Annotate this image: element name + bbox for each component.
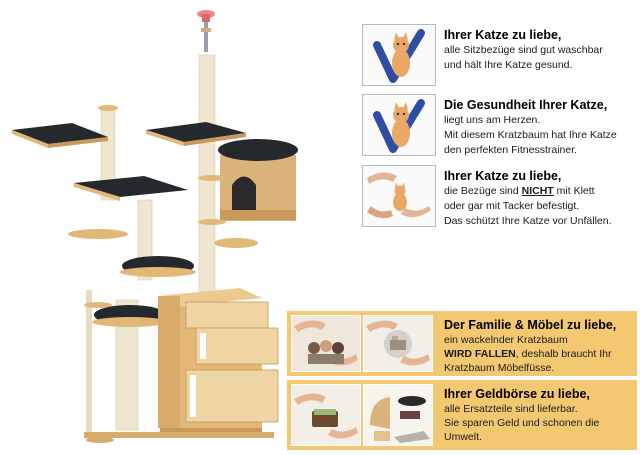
base-rail (84, 432, 274, 438)
middle-left-platform (74, 176, 188, 197)
panel-line: Umwelt. (444, 431, 482, 443)
cat-checkmark-image (362, 24, 436, 86)
feature-safety: Ihrer Katze zu liebe, die Bezüge sind NI… (362, 165, 636, 227)
feature-line-text: mit Klett (553, 185, 595, 197)
spare-parts-image (363, 384, 433, 446)
panel-line: ein wackelnder Kratzbaum (444, 334, 568, 346)
panel-line: Sie sparen Geld und schonen die (444, 417, 600, 429)
feature-line: und hält Ihre Katze gesund. (444, 59, 573, 71)
feature-line-text: die Bezüge sind (444, 185, 522, 197)
feature-line: alle Sitzbezüge sind gut waschbar (444, 44, 603, 56)
panel-line: Kratzbaum Möbelfüsse. (444, 362, 555, 374)
family-hands-image (291, 315, 361, 372)
feature-line: den perfekten Fitnesstrainer. (444, 144, 578, 156)
wooden-step-left (68, 229, 128, 239)
drawer-middle (195, 327, 279, 365)
feature-line: liegt uns am Herzen. (444, 114, 541, 126)
emphasis-text: NICHT (521, 185, 554, 197)
ceiling-tension-top (197, 10, 215, 52)
cat-house (218, 139, 298, 221)
panel-family-furniture: Der Familie & Möbel zu liebe, ein wackel… (287, 311, 637, 376)
top-left-platform (12, 123, 108, 144)
panel-title: Der Familie & Möbel zu liebe, (444, 318, 617, 332)
drawer-top (185, 301, 269, 329)
wooden-step-right (214, 238, 258, 248)
lower-sisal-post (115, 299, 139, 431)
feature-line: Mit diesem Kratzbaum hat Ihre Katze (444, 129, 617, 141)
emphasis-text: WIRD FALLEN (444, 348, 516, 360)
feature-title: Ihrer Katze zu liebe, (444, 28, 562, 42)
feature-title: Ihrer Katze zu liebe, (444, 169, 562, 183)
feature-line: die Bezüge sind NICHT mit Klett (444, 184, 612, 199)
thin-rod (86, 290, 92, 440)
panel-line: WIRD FALLEN, deshalb braucht Ihr (444, 347, 616, 361)
cat-checkmark-image (362, 94, 436, 156)
main-sisal-post (198, 54, 216, 296)
panel-title: Ihrer Geldbörse zu liebe, (444, 387, 590, 401)
furniture-hands-image (363, 315, 433, 372)
feature-line: Das schützt Ihre Katze vor Unfällen. (444, 215, 612, 227)
wallet-hands-image (291, 384, 361, 446)
hands-cat-image (362, 165, 436, 227)
drawer-bottom (185, 369, 279, 423)
drawer-cabinet (158, 288, 279, 433)
top-right-platform (146, 122, 246, 142)
panel-line: alle Ersatzteile sind lieferbar. (444, 403, 578, 415)
feature-health: Die Gesundheit Ihrer Katze, liegt uns am… (362, 94, 636, 156)
feature-title: Die Gesundheit Ihrer Katze, (444, 98, 608, 112)
panel-wallet: Ihrer Geldbörse zu liebe, alle Ersatztei… (287, 380, 637, 450)
feature-line: oder gar mit Tacker befestigt. (444, 200, 580, 212)
panel-line-text: , deshalb braucht Ihr (515, 348, 612, 360)
feature-washable: Ihrer Katze zu liebe, alle Sitzbezüge si… (362, 24, 636, 86)
cat-tree-illustration (12, 10, 298, 443)
